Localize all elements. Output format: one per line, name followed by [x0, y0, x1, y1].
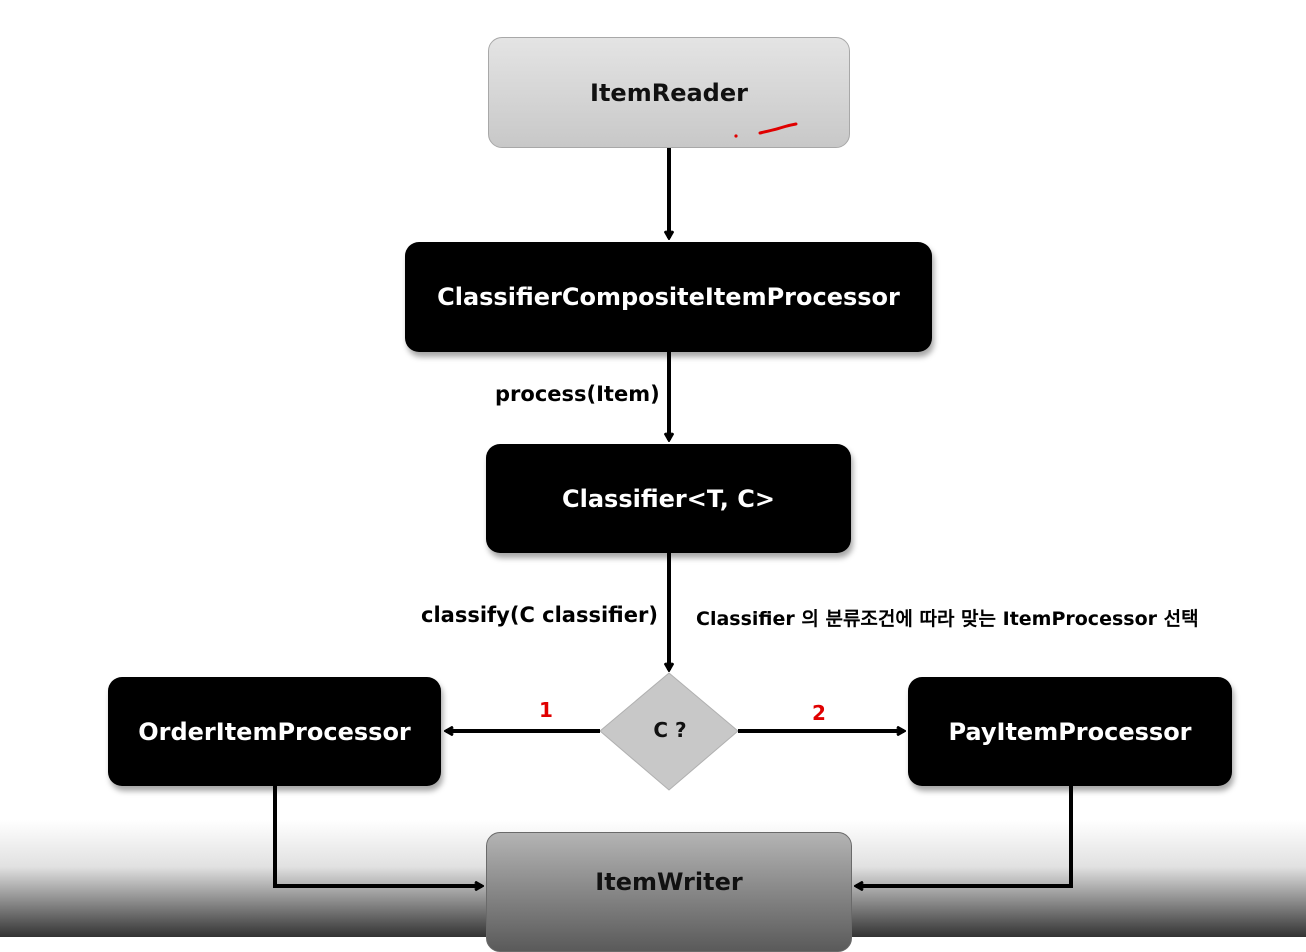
classifier-node: Classifier<T, C>	[486, 444, 851, 553]
composite-processor-label: ClassifierCompositeItemProcessor	[437, 283, 900, 311]
order-processor-node: OrderItemProcessor	[108, 677, 441, 786]
order-processor-label: OrderItemProcessor	[138, 717, 411, 746]
item-writer-label: ItemWriter	[595, 868, 743, 896]
red-pen-annotation	[734, 122, 798, 138]
arrow-order-to-writer	[273, 786, 482, 886]
item-reader-node: ItemReader	[488, 37, 850, 148]
item-writer-node: ItemWriter	[486, 832, 852, 952]
pay-processor-node: PayItemProcessor	[908, 677, 1232, 786]
item-reader-label: ItemReader	[590, 78, 748, 107]
decision-label: C ?	[653, 718, 687, 742]
branch-2-number: 2	[812, 701, 826, 725]
decision-diamond	[599, 672, 739, 791]
classify-edge-label: classify(C classifier)	[421, 603, 658, 627]
process-edge-label: process(Item)	[495, 382, 660, 406]
classifier-label: Classifier<T, C>	[562, 484, 775, 513]
pay-processor-label: PayItemProcessor	[948, 717, 1192, 746]
composite-processor-node: ClassifierCompositeItemProcessor	[405, 242, 932, 352]
arrow-pay-to-writer	[856, 786, 1073, 886]
classifier-note: Classifier 의 분류조건에 따라 맞는 ItemProcessor 선…	[696, 608, 1199, 630]
branch-1-number: 1	[539, 698, 553, 722]
